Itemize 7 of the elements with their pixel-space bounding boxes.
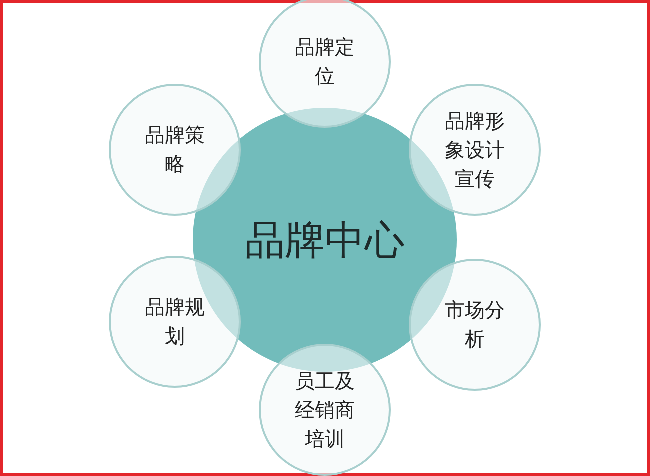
topic-label: 员工及经销商培训 bbox=[294, 368, 356, 452]
topic-label: 品牌策略 bbox=[144, 122, 206, 178]
topic-label: 市场分析 bbox=[444, 297, 506, 353]
center-label: 品牌中心 bbox=[245, 216, 405, 266]
topic-label: 品牌规划 bbox=[144, 294, 206, 350]
topic-label: 品牌形象设计宣传 bbox=[444, 108, 506, 192]
topic-label: 品牌定位 bbox=[294, 34, 356, 90]
